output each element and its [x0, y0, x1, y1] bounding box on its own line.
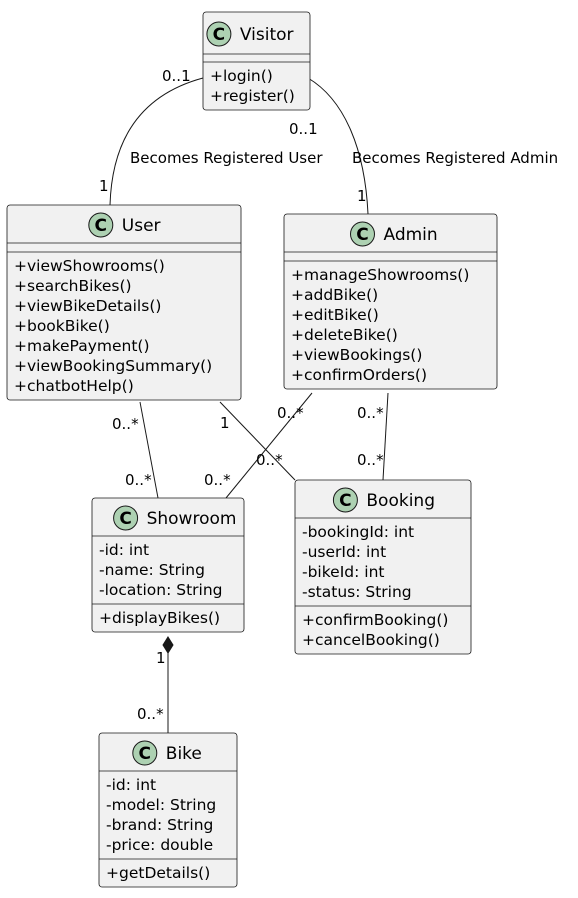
class-visitor: C Visitor +login() +register(): [202, 11, 311, 111]
edge-user-showroom: [139, 401, 159, 499]
booking-class-name: Booking: [366, 491, 435, 511]
class-bike: C Bike -id: int -model: String -brand: Strin…: [98, 732, 238, 888]
class-c-icon: [350, 221, 375, 247]
multiplicity-user-booking-target: 0..*: [256, 451, 283, 469]
class-c-icon: [332, 487, 358, 513]
class-badge-letter: C: [95, 216, 107, 236]
multiplicity-visitor-user-source: 0..1: [162, 67, 191, 85]
method: +login(): [210, 67, 273, 85]
method: +cancelBooking(): [302, 631, 440, 649]
attribute: -brand: String: [106, 816, 213, 834]
multiplicity-visitor-user-target: 1: [99, 177, 109, 195]
method: +manageShowrooms(): [291, 266, 469, 284]
class-c-icon: [132, 740, 158, 766]
method: +viewBookingSummary(): [14, 357, 212, 375]
attribute: -location: String: [99, 581, 223, 599]
admin-class-box: [283, 213, 498, 390]
showroom-class-box: [91, 497, 245, 633]
attribute: -name: String: [99, 561, 205, 579]
method: +bookBike(): [14, 317, 110, 335]
class-badge-letter: C: [213, 25, 225, 45]
multiplicity-visitor-admin-source: 0..1: [289, 120, 318, 138]
method: +viewBookings(): [291, 346, 422, 364]
class-admin: C Admin +manageShowrooms() +addBike() +editB…: [283, 213, 498, 390]
method: +viewShowrooms(): [14, 257, 165, 275]
edge-visitor-user: [109, 77, 204, 206]
method: +getDetails(): [106, 864, 210, 882]
class-c-icon: [113, 505, 139, 531]
method: +deleteBike(): [291, 326, 398, 344]
bike-class-box: [98, 732, 238, 888]
class-badge-letter: C: [119, 509, 131, 529]
relation-labels: 0..1 1 Becomes Registered User 0..1 1 Be…: [99, 67, 558, 723]
method: +addBike(): [291, 286, 378, 304]
class-c-icon: [206, 21, 232, 47]
class-badge-letter: C: [339, 491, 351, 511]
method: +searchBikes(): [14, 277, 132, 295]
bike-class-name: Bike: [166, 744, 202, 764]
attribute: -id: int: [106, 776, 156, 794]
method: +editBike(): [291, 306, 379, 324]
class-c-icon: [88, 212, 114, 238]
booking-class-box: [294, 479, 472, 655]
class-booking: C Booking -bookingId: int -userId: int -bike…: [294, 479, 472, 655]
attribute: -status: String: [302, 583, 412, 601]
multiplicity-user-booking-source: 1: [220, 414, 230, 432]
multiplicity-user-showroom-target: 0..*: [125, 471, 152, 489]
multiplicity-showroom-bike-target: 0..*: [137, 705, 164, 723]
class-showroom: C Showroom -id: int -name: String -location:…: [91, 497, 245, 633]
edge-visitor-admin: [307, 77, 369, 215]
method: +chatbotHelp(): [14, 377, 134, 395]
visitor-class-name: Visitor: [240, 25, 294, 45]
multiplicity-showroom-bike-source: 1: [156, 649, 166, 667]
method: +viewBikeDetails(): [14, 297, 161, 315]
attribute: -bookingId: int: [302, 523, 414, 541]
multiplicity-admin-showroom-target: 0..*: [204, 471, 231, 489]
user-class-name: User: [122, 216, 161, 236]
method: +confirmOrders(): [291, 366, 427, 384]
multiplicity-admin-booking-source: 0..*: [357, 404, 384, 422]
attribute: -model: String: [106, 796, 216, 814]
admin-class-name: Admin: [384, 225, 438, 245]
method: +makePayment(): [14, 337, 150, 355]
multiplicity-user-showroom-source: 0..*: [112, 415, 139, 433]
association-label-registered-user: Becomes Registered User: [130, 149, 323, 167]
method: +register(): [210, 87, 295, 105]
multiplicity-admin-showroom-source: 0..*: [277, 404, 304, 422]
attribute: -price: double: [106, 836, 213, 854]
multiplicity-visitor-admin-target: 1: [357, 187, 367, 205]
attribute: -id: int: [99, 541, 149, 559]
method: +displayBikes(): [99, 609, 220, 627]
class-badge-letter: C: [356, 225, 368, 245]
class-user: C User +viewShowrooms() +searchBikes() +view…: [6, 204, 242, 401]
method: +confirmBooking(): [302, 611, 448, 629]
edge-user-booking: [219, 401, 296, 481]
class-badge-letter: C: [139, 744, 151, 764]
composition-diamond: [162, 636, 174, 654]
edges: [109, 77, 389, 733]
edge-admin-booking: [382, 392, 389, 481]
attribute: -userId: int: [302, 543, 386, 561]
showroom-class-name: Showroom: [147, 509, 237, 529]
user-class-box: [6, 204, 242, 401]
association-label-registered-admin: Becomes Registered Admin: [352, 149, 558, 167]
edge-admin-showroom: [225, 392, 313, 499]
multiplicity-admin-booking-target: 0..*: [357, 451, 384, 469]
attribute: -bikeId: int: [302, 563, 384, 581]
